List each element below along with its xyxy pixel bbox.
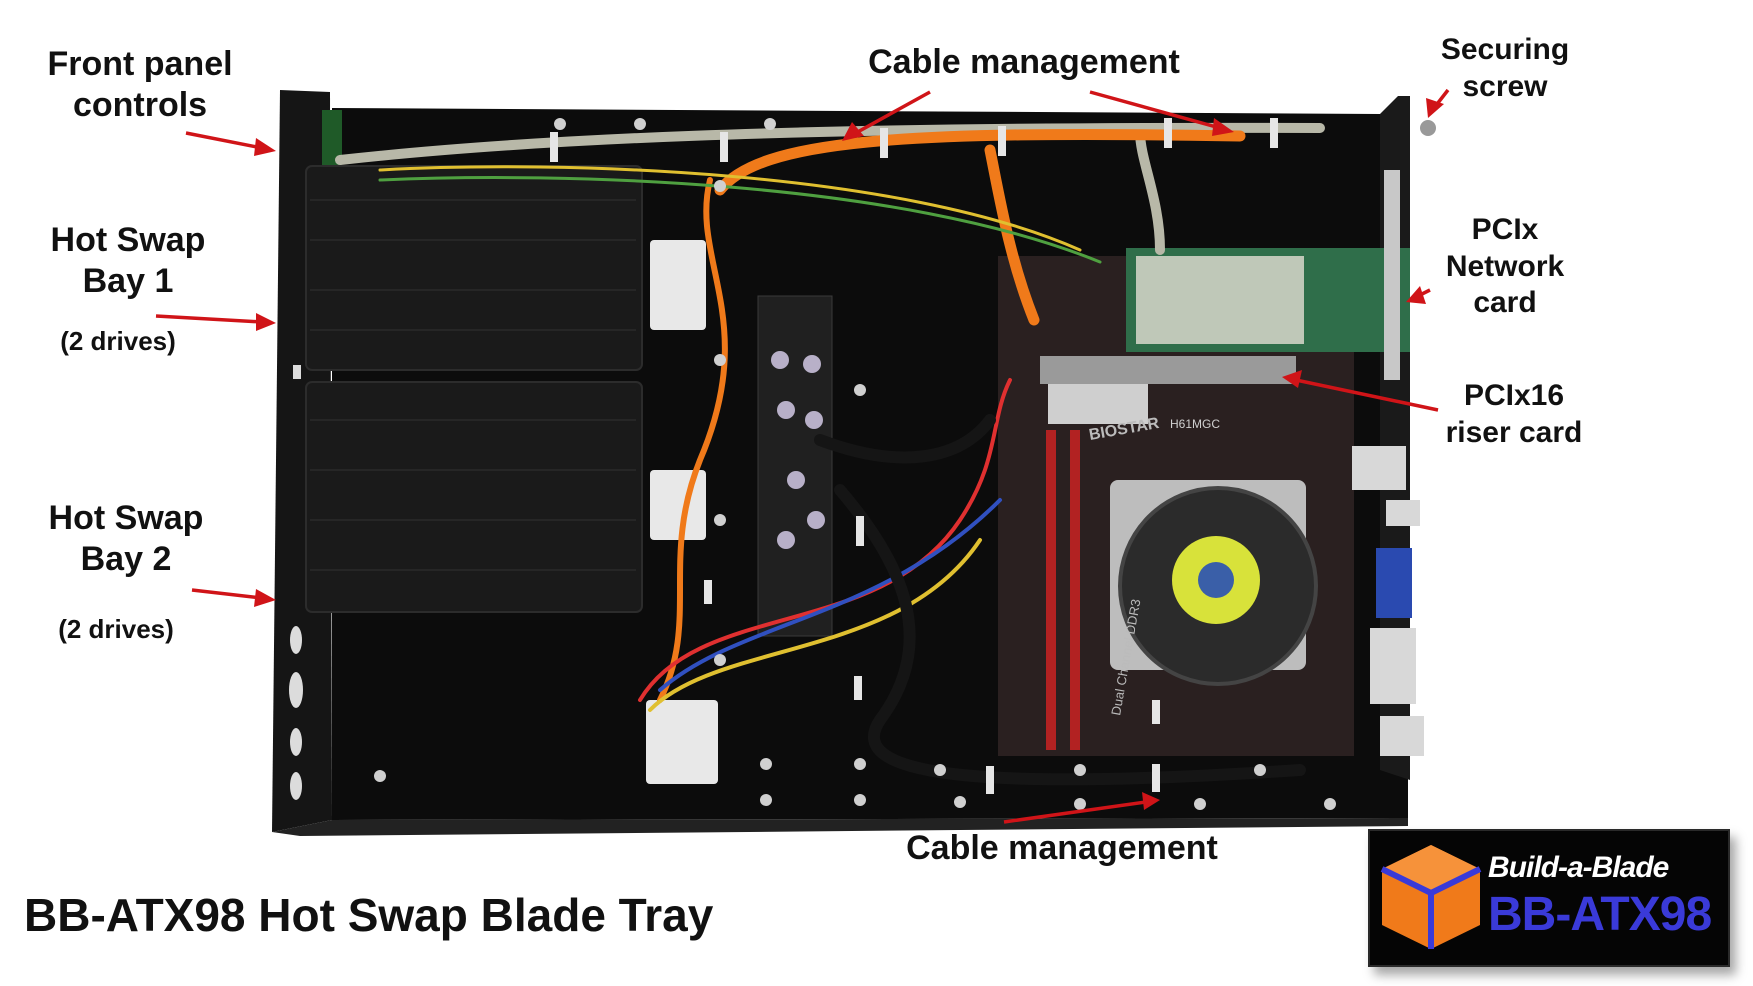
logo-model-text: BB-ATX98 <box>1488 888 1712 941</box>
cube-logo-icon <box>1380 845 1482 949</box>
hot-swap-bay-2 <box>305 381 643 613</box>
ram-slot-2 <box>1070 430 1080 750</box>
label-cable-management-bottom: Cable management <box>906 829 1218 867</box>
label-bay-2-note: (2 drives) <box>58 614 174 644</box>
logo-brand-text: Build-a-Blade <box>1488 851 1669 884</box>
board-model-print: H61MGC <box>1170 417 1220 431</box>
arrow-securing-screw <box>1426 88 1450 118</box>
ram-slot-1 <box>1046 430 1056 750</box>
arrow-bay-1 <box>155 313 276 331</box>
page-title: BB-ATX98 Hot Swap Blade Tray <box>24 889 714 941</box>
arrow-front-panel <box>185 131 276 156</box>
label-front-panel-controls: Front panel controls <box>47 45 233 125</box>
label-bay-1-note: (2 drives) <box>60 326 176 356</box>
arrow-network-card <box>1406 286 1431 304</box>
build-a-blade-logo: Build-a-Blade BB-ATX98 <box>1368 829 1730 967</box>
front-panel-holes <box>289 365 303 800</box>
pcix16-riser-card <box>1040 356 1296 384</box>
label-pcix-network-card: PCIx Network card <box>1445 213 1565 320</box>
arrow-riser-card <box>1282 370 1439 412</box>
label-securing-screw: Securing screw <box>1440 33 1570 103</box>
label-hot-swap-bay-2: Hot Swap Bay 2 <box>48 499 204 579</box>
hot-swap-bay-1 <box>305 165 643 371</box>
orange-sata-cable <box>714 128 1246 196</box>
label-pcix16-riser-card: PCIx16 riser card <box>1445 379 1583 449</box>
securing-screw <box>1420 120 1436 136</box>
power-supply-board <box>757 295 833 637</box>
label-hot-swap-bay-1: Hot Swap Bay 1 <box>50 221 206 301</box>
grey-cable <box>335 122 1325 165</box>
arrow-cable-top-right <box>1089 90 1234 136</box>
arrow-cable-bottom <box>1003 792 1160 824</box>
arrow-cable-top-left <box>842 90 931 141</box>
arrow-bay-2 <box>191 588 276 607</box>
label-cable-management-top: Cable management <box>868 43 1180 81</box>
